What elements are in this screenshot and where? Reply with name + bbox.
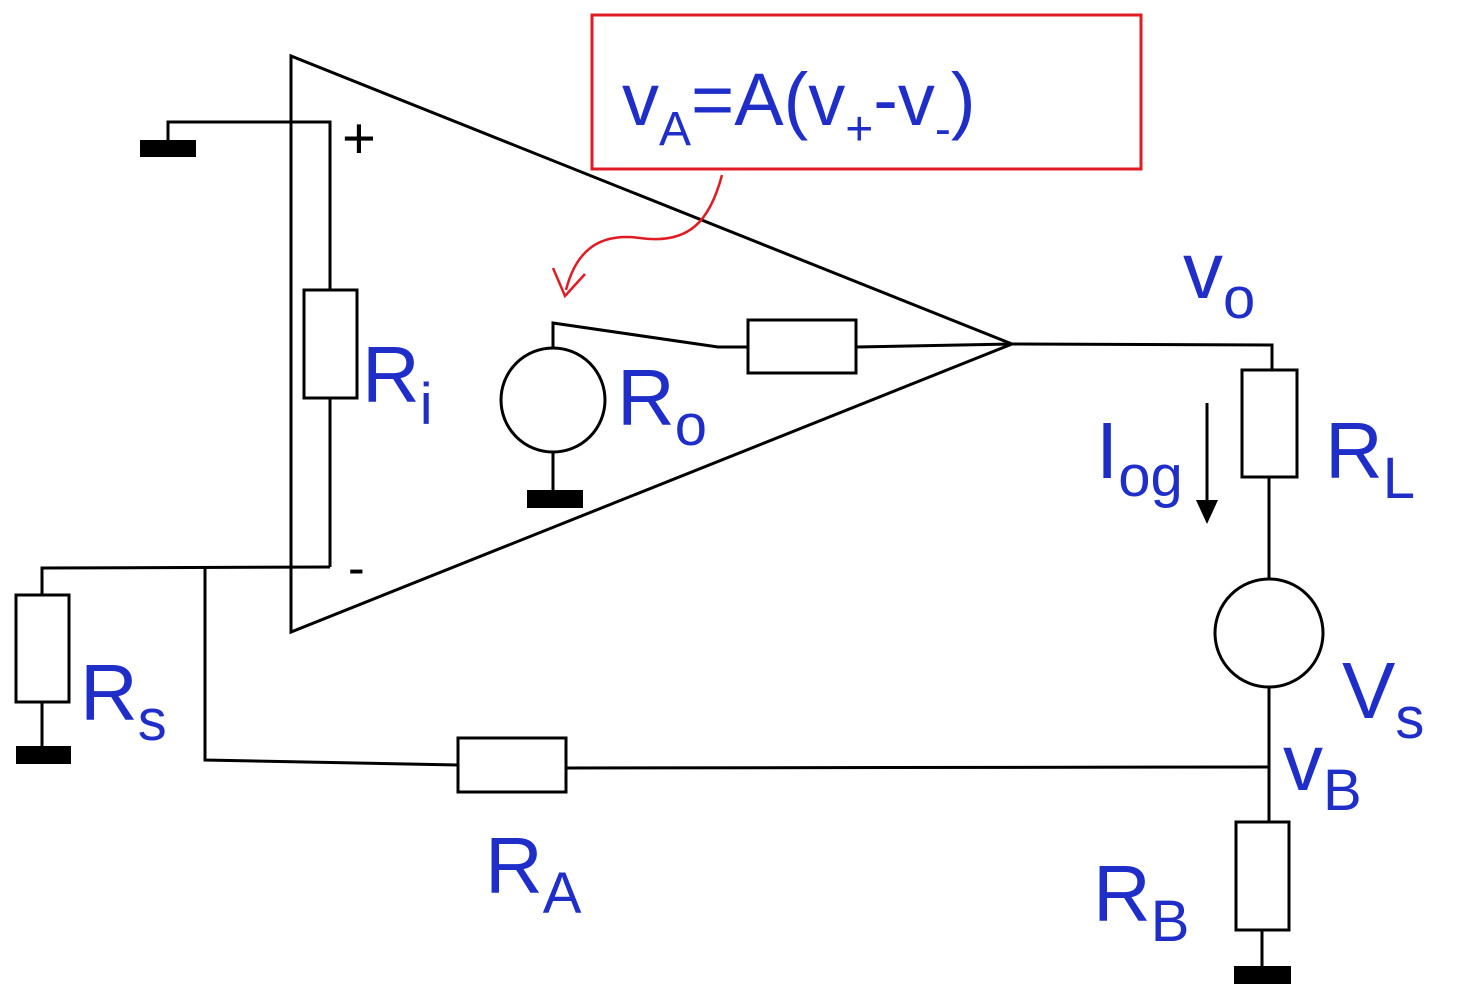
formula-text: vA=A(v+-v-)	[622, 58, 976, 156]
resistor-ra	[456, 736, 568, 794]
source-vs	[1213, 577, 1325, 689]
formula-box	[590, 13, 1143, 171]
wire-feedback-right	[565, 765, 1270, 770]
label-vo: vo	[1183, 226, 1255, 331]
label-rs: Rs	[80, 648, 167, 753]
ground-rb-icon	[1234, 966, 1291, 984]
resistor-ri	[302, 288, 359, 400]
annotation-arrow	[564, 174, 724, 291]
wire-output	[1011, 342, 1274, 370]
plus-sign: +	[342, 106, 376, 171]
wire-plus-input	[166, 120, 332, 290]
opamp-triangle	[289, 53, 1017, 635]
label-iog: Iog	[1096, 406, 1183, 509]
wire-source-top	[551, 321, 748, 349]
label-vb: vB	[1283, 718, 1362, 823]
resistor-ro	[746, 318, 858, 375]
minus-sign: -	[348, 540, 365, 596]
wire-ro-output	[855, 342, 1013, 349]
resistor-rs	[14, 593, 71, 704]
ground-source-icon	[527, 490, 583, 508]
wire-minus-input	[40, 565, 331, 595]
ground-plus-icon	[140, 140, 196, 157]
resistor-rl	[1240, 368, 1299, 479]
ground-rs-icon	[16, 746, 71, 764]
label-vs: Vs	[1342, 646, 1424, 751]
label-rb: RB	[1093, 849, 1189, 954]
annotation-arrowhead-icon	[551, 267, 586, 299]
source-internal	[499, 346, 607, 454]
label-rl: RL	[1325, 406, 1415, 511]
label-ra: RA	[485, 821, 582, 926]
label-ro: Ro	[617, 353, 707, 458]
resistor-rb	[1234, 820, 1291, 932]
label-ri: Ri	[362, 330, 433, 437]
current-arrow-icon	[1196, 403, 1218, 524]
wire-feedback-left	[203, 567, 459, 767]
